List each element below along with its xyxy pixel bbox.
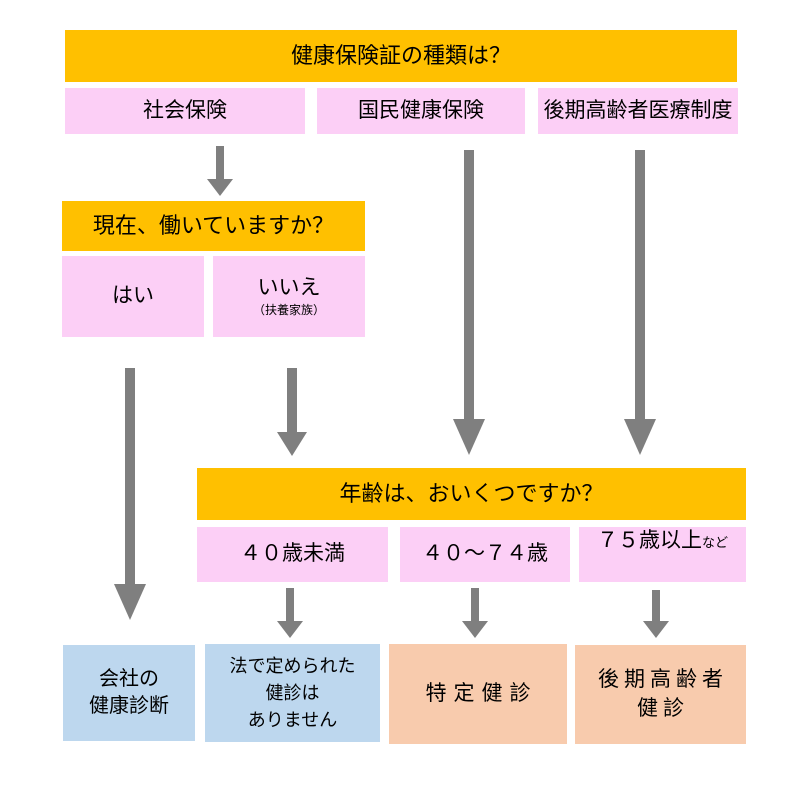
arrow-head bbox=[277, 621, 303, 638]
option-age-40-74: ４０～７４歳 bbox=[400, 527, 570, 582]
option-working-yes: はい bbox=[62, 256, 204, 337]
arrow-head bbox=[624, 419, 656, 455]
option-shakai-hoken: 社会保険 bbox=[65, 88, 305, 134]
arrow-head bbox=[643, 621, 669, 638]
option-working-no-label: いいえ bbox=[257, 275, 321, 299]
arrow-head bbox=[114, 584, 146, 620]
outcome-company-checkup: 会社の 健康診断 bbox=[63, 645, 195, 741]
outcome-tokutei-kenshin: 特定健診 bbox=[389, 644, 567, 744]
arrow-75plus-to-outcome bbox=[643, 590, 669, 638]
arrow-head bbox=[277, 432, 307, 456]
option-working-no: いいえ （扶養家族） bbox=[213, 256, 365, 337]
option-working-no-note: （扶養家族） bbox=[252, 303, 325, 318]
arrow-shaft bbox=[286, 588, 294, 621]
question-insurance-type: 健康保険証の種類は？ bbox=[65, 30, 737, 82]
outcome-kouki-line2: 健診 bbox=[637, 696, 689, 720]
arrow-shaft bbox=[216, 146, 224, 179]
arrow-yes-to-company-checkup bbox=[114, 368, 146, 620]
outcome-kouki-line1: 後期高齢者 bbox=[598, 668, 728, 692]
arrow-shaft bbox=[652, 590, 660, 621]
outcome-kouki-koureisha-kenshin: 後期高齢者 健診 bbox=[575, 645, 746, 744]
arrow-head bbox=[453, 419, 485, 455]
arrow-kokumin-to-age bbox=[453, 150, 485, 455]
question-currently-working: 現在、働いていますか？ bbox=[62, 201, 365, 251]
arrow-shaft bbox=[287, 368, 297, 432]
option-age-75-plus-label: ７５歳以上 bbox=[596, 529, 702, 552]
arrow-shaft bbox=[471, 588, 479, 621]
arrow-shaft bbox=[635, 150, 645, 419]
option-age-under-40: ４０歳未満 bbox=[197, 527, 388, 582]
outcome-no-required-checkup: 法で定められた 健診は ありません bbox=[205, 644, 380, 742]
arrow-shaft bbox=[125, 368, 135, 584]
arrow-shakai-to-working bbox=[207, 146, 233, 196]
option-age-75-plus-note: など bbox=[701, 535, 728, 550]
question-age: 年齢は、おいくつですか？ bbox=[197, 468, 746, 520]
arrow-head bbox=[207, 179, 233, 196]
arrow-40-74-to-outcome bbox=[462, 588, 488, 638]
arrow-under40-to-outcome bbox=[277, 588, 303, 638]
option-age-75-plus: ７５歳以上など bbox=[579, 527, 746, 582]
arrow-shaft bbox=[464, 150, 474, 419]
arrow-head bbox=[462, 621, 488, 638]
arrow-kouki-to-age bbox=[624, 150, 656, 455]
option-kouki-koureisha-iryo: 後期高齢者医療制度 bbox=[538, 88, 738, 134]
arrow-no-to-age bbox=[277, 368, 307, 456]
option-kokumin-kenko-hoken: 国民健康保険 bbox=[317, 88, 525, 134]
